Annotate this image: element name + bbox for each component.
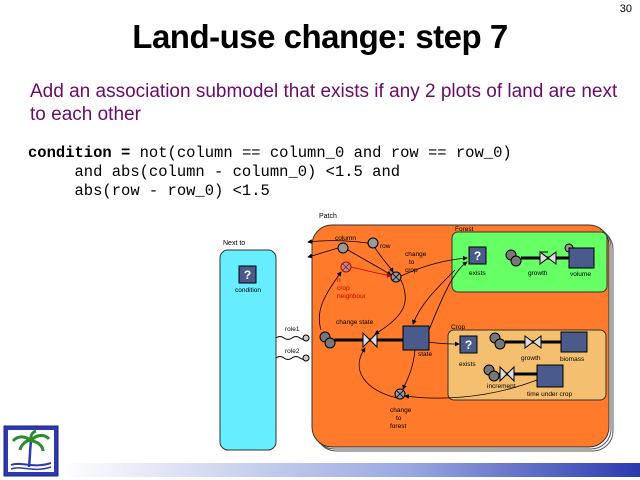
forest-label: Forest <box>455 226 474 233</box>
crop-biomass-stock <box>560 331 588 353</box>
crop-neighbour-label-1: n <box>337 277 341 284</box>
forest-exists-label: exists <box>469 270 486 277</box>
crop-biomass-label: biomass <box>560 356 585 363</box>
role2-label: role2 <box>285 348 300 355</box>
forest-volume-stock <box>568 247 595 269</box>
link-role-neighbour <box>318 271 342 331</box>
link-crop-forest <box>400 255 468 277</box>
state-stock <box>402 325 430 351</box>
change-to-forest-label-1: change <box>390 407 412 414</box>
link-state-change-forest <box>402 349 416 390</box>
role2-link <box>275 356 309 360</box>
state-label: state <box>418 351 432 358</box>
crop-neighbour-label-2: crop <box>337 285 350 292</box>
link-crop-change-state <box>374 279 406 335</box>
crop-time-stock <box>536 364 564 388</box>
change-to-forest-mark <box>395 389 405 399</box>
change-to-forest-label-3: forest <box>390 423 406 430</box>
condition-variable <box>238 265 257 284</box>
crop-exists-label: exists <box>459 361 476 368</box>
role1-label: role1 <box>285 326 300 333</box>
role1-node <box>302 334 310 342</box>
slide-title: Land-use change: step 7 <box>132 18 508 55</box>
crop-increment-label: increment <box>487 383 516 390</box>
crop-time-label: time under crop <box>527 391 573 398</box>
change-to-forest-label-2: to <box>396 415 402 422</box>
palm-tree-logo-icon <box>3 425 59 477</box>
condition-question-mark: ? <box>244 268 251 282</box>
crop-cloud-4 <box>488 370 500 382</box>
code-line-2: and abs(column - column_0) <1.5 and <box>28 163 401 181</box>
slide-subtitle: Add an association submodel that exists … <box>30 81 618 125</box>
forest-growth-valve-shape <box>539 251 557 265</box>
forest-exists-variable <box>468 246 487 265</box>
crop-neighbour-mark <box>341 262 351 272</box>
link-neighbour-change <box>350 266 392 278</box>
change-to-crop-label-2: to <box>409 259 415 266</box>
link-time-change-forest <box>404 379 538 399</box>
model-diagram: Patch Next to ? condition role1 role2 co… <box>219 213 614 452</box>
link-forest-state <box>412 269 456 325</box>
crop-cloud-2 <box>494 338 506 350</box>
code-keyword: condition = <box>28 144 131 162</box>
code-line-3: abs(row - row_0) <1.5 <box>28 182 270 200</box>
crop-exists-variable <box>459 335 478 354</box>
column-label: column <box>335 235 356 242</box>
change-to-crop-mark <box>391 272 401 282</box>
crop-growth-label: growth <box>521 355 541 362</box>
forest-cloud-2 <box>510 255 522 267</box>
link-state-crop-exists <box>428 341 460 347</box>
change-to-crop-label-3: crop <box>405 267 418 274</box>
role2-node <box>302 354 310 362</box>
link-change-forest-state <box>358 347 398 399</box>
row-label: row <box>380 243 391 250</box>
footer-gradient-bar <box>60 463 640 477</box>
forest-growth-label: growth <box>528 270 548 277</box>
crop-label: Crop <box>451 324 465 331</box>
slide-number: 30 <box>619 3 632 15</box>
link-column-out <box>307 247 339 259</box>
condition-code: condition = not(column == column_0 and r… <box>28 144 512 201</box>
condition-label: condition <box>235 287 261 294</box>
next-to-submodel <box>219 249 277 451</box>
crop-question-mark: ? <box>465 338 472 352</box>
row-variable <box>367 237 379 249</box>
crop-increment-valve <box>499 365 515 383</box>
change-state-label: change state <box>336 319 374 326</box>
link-row-change <box>374 247 394 273</box>
code-line-1: not(column == column_0 and row == row_0) <box>130 144 512 162</box>
crop-growth-valve <box>524 335 542 349</box>
change-to-crop-label-1: change <box>405 251 427 258</box>
forest-volume-label: volume <box>570 271 591 278</box>
role1-link <box>275 336 309 340</box>
link-row-out <box>307 239 369 244</box>
forest-question-mark: ? <box>474 249 481 263</box>
crop-neighbour-label-3: neighbour <box>337 293 367 300</box>
next-to-label: Next to <box>223 240 245 247</box>
state-cloud-2 <box>324 337 336 349</box>
column-variable <box>337 242 349 254</box>
patch-label: Patch <box>319 213 337 220</box>
link-state-forest-exists <box>428 261 468 331</box>
